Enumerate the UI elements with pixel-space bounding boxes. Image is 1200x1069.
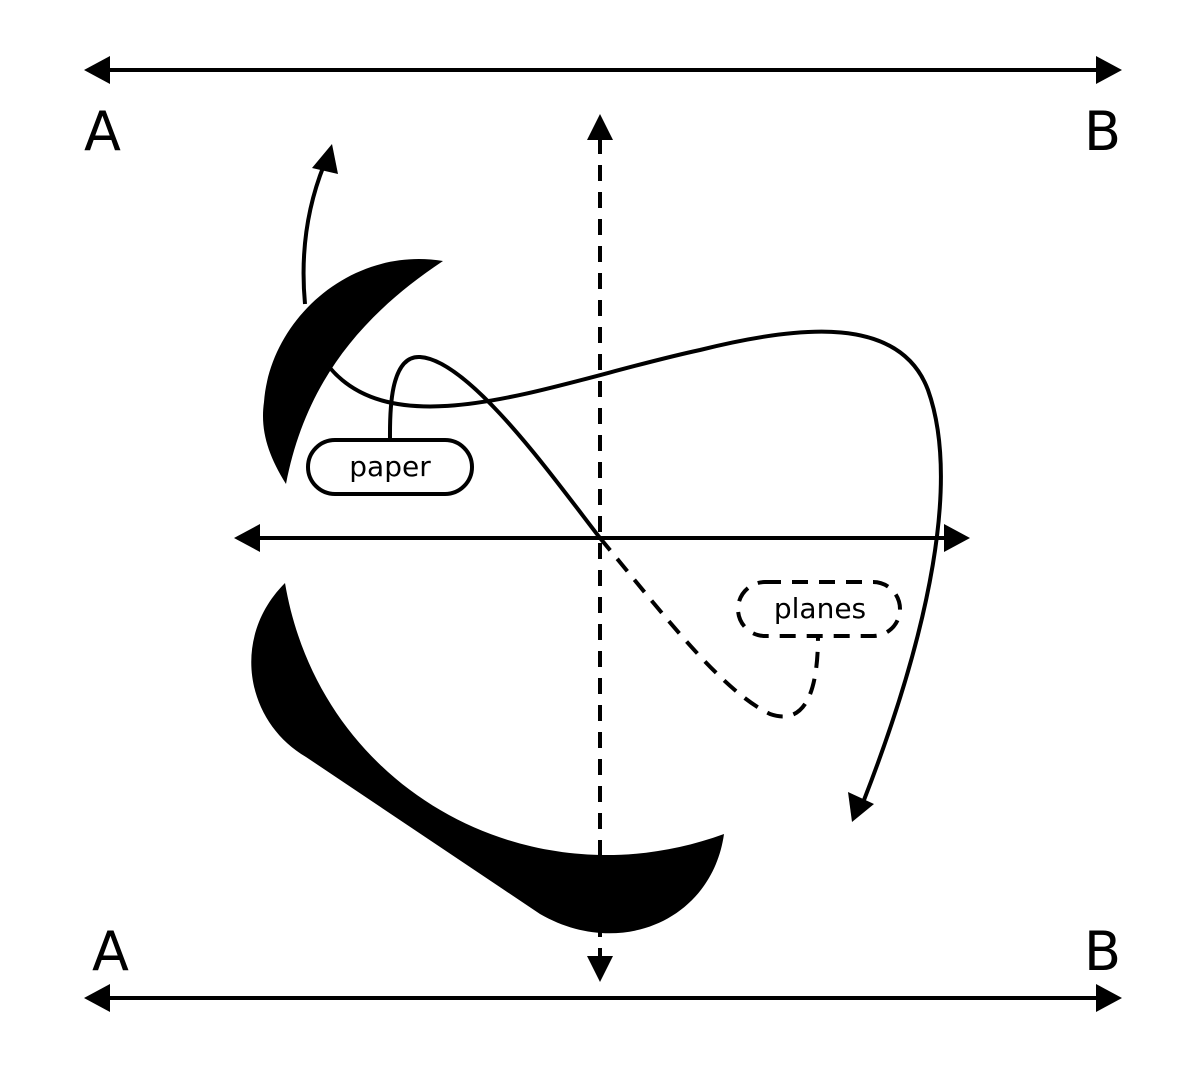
- upper-left-curved-arrow: [301, 144, 338, 305]
- upper-left-arrowhead: [312, 144, 338, 174]
- planes-pill-label: planes: [774, 592, 866, 625]
- top-section-line: [84, 56, 1122, 84]
- top-line-right-arrowhead: [1096, 56, 1122, 84]
- bottom-line-left-arrowhead: [84, 984, 110, 1012]
- paper-pill: paper: [306, 438, 474, 496]
- upper-crescent-shape: [262, 259, 443, 484]
- label-bottom-left: A: [92, 920, 129, 983]
- bottom-section-line: [84, 984, 1122, 1012]
- planes-pill: planes: [736, 580, 902, 638]
- vertical-axis-up-arrowhead: [587, 114, 613, 140]
- large-loop-curve: [328, 329, 943, 822]
- label-top-right: B: [1084, 100, 1121, 163]
- bottom-line-right-arrowhead: [1096, 984, 1122, 1012]
- vertical-dashed-axis: [587, 114, 613, 982]
- top-line-left-arrowhead: [84, 56, 110, 84]
- vertical-axis-down-arrowhead: [587, 956, 613, 982]
- planes-connector-dashed-curve: [598, 536, 820, 719]
- label-bottom-right: B: [1084, 920, 1121, 983]
- paper-connector-curve: [387, 354, 602, 540]
- horizontal-axis-left-arrowhead: [234, 524, 260, 552]
- paper-pill-label: paper: [349, 450, 431, 483]
- lower-crescent-shape: [251, 583, 724, 934]
- label-top-left: A: [84, 100, 121, 163]
- large-loop-arrowhead: [848, 792, 874, 822]
- horizontal-axis-right-arrowhead: [944, 524, 970, 552]
